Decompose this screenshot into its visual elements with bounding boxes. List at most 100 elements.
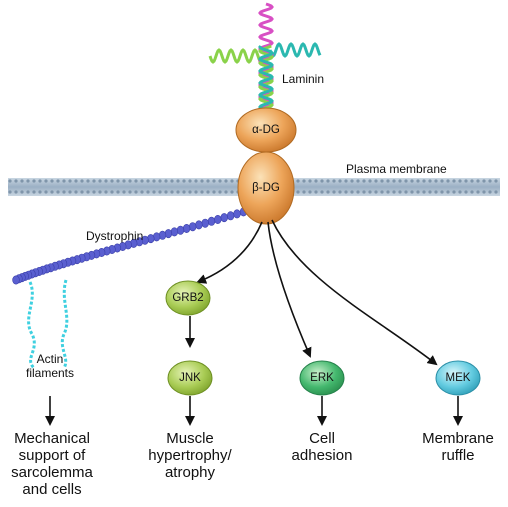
membrane-bead: [488, 190, 492, 194]
membrane-bead: [92, 190, 96, 194]
membrane-bead: [470, 190, 474, 194]
membrane-bead: [14, 179, 18, 183]
membrane-bead: [62, 179, 66, 183]
membrane-bead: [68, 179, 72, 183]
dystrophin-bead: [220, 213, 228, 223]
membrane-bead: [344, 179, 348, 183]
membrane-bead: [494, 179, 498, 183]
laminin-structure: [208, 2, 322, 112]
dystrophin-bead: [189, 222, 197, 232]
membrane-bead: [392, 190, 396, 194]
membrane-bead: [110, 179, 114, 183]
membrane-bead: [476, 179, 480, 183]
membrane-bead: [92, 179, 96, 183]
outcome-membrane-line-2: ruffle: [441, 447, 475, 464]
membrane-bead: [434, 179, 438, 183]
membrane-bead: [74, 179, 78, 183]
membrane-bead: [350, 190, 354, 194]
membrane-bead: [374, 190, 378, 194]
membrane-bead: [314, 190, 318, 194]
membrane-bead: [482, 190, 486, 194]
membrane-bead: [224, 179, 228, 183]
membrane-bead: [332, 190, 336, 194]
dystrophin-bead: [170, 227, 179, 237]
mek-node: [435, 360, 481, 396]
membrane-bead: [338, 179, 342, 183]
signaling-arrows: [45, 219, 463, 426]
membrane-bead: [176, 179, 180, 183]
membrane-bead: [356, 179, 360, 183]
membrane-bead: [128, 190, 132, 194]
laminin-label: Laminin: [282, 72, 325, 86]
beta-dg-label: β-DG: [252, 182, 280, 194]
membrane-bead: [56, 179, 60, 183]
membrane-bead: [458, 190, 462, 194]
dystrophin-label: Dystrophin: [86, 229, 144, 243]
jnk-node: [167, 360, 213, 396]
membrane-bead: [32, 179, 36, 183]
membrane-bead: [308, 190, 312, 194]
membrane-bead: [56, 190, 60, 194]
membrane-bead: [8, 179, 12, 183]
membrane-bead: [212, 179, 216, 183]
membrane-bead: [422, 190, 426, 194]
membrane-bead: [446, 190, 450, 194]
membrane-bead: [452, 179, 456, 183]
membrane-bead: [368, 190, 372, 194]
membrane-bead: [170, 190, 174, 194]
outcome-muscle-line-2: hypertrophy/: [148, 447, 232, 464]
membrane-bead: [140, 190, 144, 194]
membrane-bead: [326, 179, 330, 183]
membrane-bead: [218, 190, 222, 194]
membrane-bead: [188, 190, 192, 194]
outcome-muscle-line-3: atrophy: [164, 464, 216, 481]
membrane-bead: [218, 179, 222, 183]
outcome-cell-line-2: adhesion: [291, 447, 353, 464]
membrane-bead: [314, 179, 318, 183]
outcome-mechanical-support: Mechanical support of sarcolemma and cel…: [0, 430, 104, 498]
membrane-bead: [482, 179, 486, 183]
membrane-bead: [146, 190, 150, 194]
outcome-mechanical-line-2: support of: [18, 447, 86, 464]
membrane-bead: [410, 190, 414, 194]
membrane-bead: [362, 190, 366, 194]
membrane-bead: [68, 190, 72, 194]
arrow-to-erk: [267, 221, 312, 358]
outcome-mechanical-line-3: sarcolemma: [11, 464, 93, 481]
membrane-bead: [44, 190, 48, 194]
beta-dg-node: [237, 151, 295, 225]
membrane-bead: [38, 179, 42, 183]
membrane-bead: [332, 179, 336, 183]
membrane-bead: [410, 179, 414, 183]
outcome-cell-adhesion: Cell adhesion: [282, 430, 362, 464]
membrane-bead: [80, 190, 84, 194]
membrane-bead: [182, 190, 186, 194]
membrane-bead: [14, 190, 18, 194]
membrane-bead: [26, 190, 30, 194]
membrane-bead: [380, 179, 384, 183]
membrane-bead: [470, 179, 474, 183]
membrane-bead: [452, 190, 456, 194]
membrane-bead: [416, 190, 420, 194]
membrane-bead: [164, 179, 168, 183]
membrane-bead: [86, 179, 90, 183]
membrane-bead: [296, 190, 300, 194]
arrow-to-grb2: [196, 221, 263, 284]
membrane-bead: [86, 190, 90, 194]
membrane-bead: [230, 179, 234, 183]
dystrophin-bead: [176, 225, 185, 235]
membrane-bead: [404, 190, 408, 194]
actin-filaments-label: Actin filaments: [22, 352, 78, 380]
membrane-bead: [344, 190, 348, 194]
membrane-bead: [104, 190, 108, 194]
dystrophin-bead: [12, 275, 20, 285]
membrane-bead: [50, 179, 54, 183]
membrane-bead: [464, 190, 468, 194]
membrane-bead: [350, 179, 354, 183]
membrane-bead: [440, 190, 444, 194]
jnk-label: JNK: [179, 372, 201, 384]
membrane-bead: [200, 179, 204, 183]
membrane-bead: [446, 179, 450, 183]
actin-label-line-1: Actin: [36, 352, 64, 366]
membrane-bead: [440, 179, 444, 183]
